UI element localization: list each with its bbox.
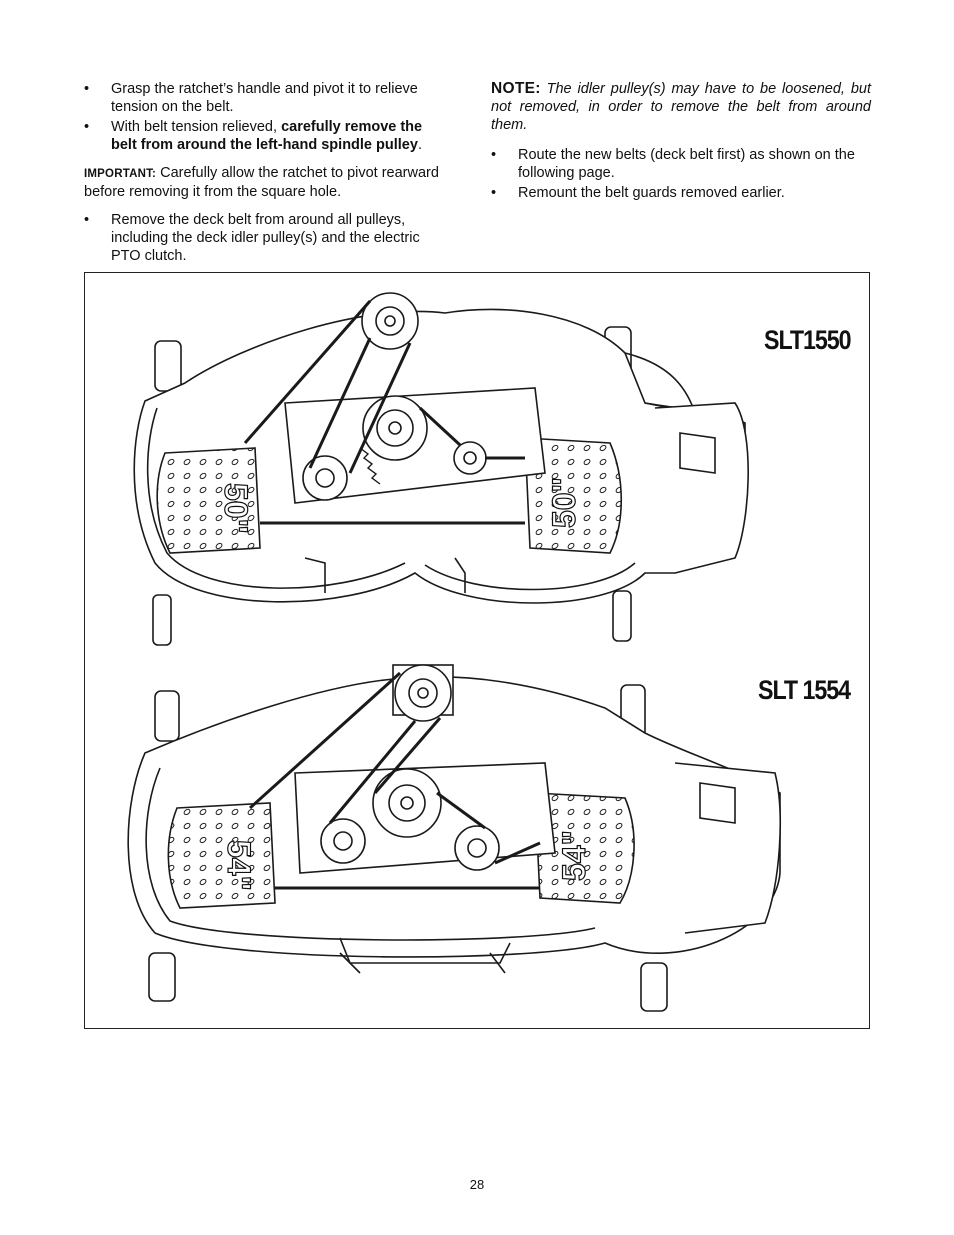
deck-size-marking: 54" xyxy=(221,840,257,891)
important-label: IMPORTANT: xyxy=(84,168,157,180)
note-text: The idler pulley(s) may have to be loose… xyxy=(491,81,871,133)
deck-wheel xyxy=(612,590,632,642)
note-label: NOTE: xyxy=(491,80,541,97)
bullet-symbol: • xyxy=(84,119,90,135)
deck-wheel xyxy=(640,962,668,1012)
list-item: • Route the new belts (deck belt first) … xyxy=(491,146,871,182)
list-item: • Remount the belt guards removed earlie… xyxy=(491,184,871,202)
model-label-slt1554: SLT 1554 xyxy=(758,675,851,705)
instruction-text: . xyxy=(417,137,422,153)
belt-routing-figure: 50" 50" xyxy=(84,272,870,1029)
model-label-slt1550: SLT1550 xyxy=(764,325,852,355)
deck-wheel xyxy=(148,952,176,1002)
instruction-text: With belt tension relieved, xyxy=(111,119,282,135)
important-paragraph: IMPORTANT: Carefully allow the ratchet t… xyxy=(84,164,449,201)
note-paragraph: NOTE: The idler pulley(s) may have to be… xyxy=(491,80,871,134)
list-item: • Grasp the ratchet’s handle and pivot i… xyxy=(84,80,449,116)
instruction-text: Route the new belts (deck belt first) as… xyxy=(518,147,855,181)
deck-diagrams: 50" 50" xyxy=(127,292,781,1012)
deck-wheel xyxy=(154,340,182,392)
left-text-column: • Grasp the ratchet’s handle and pivot i… xyxy=(84,80,449,267)
deck-wheel xyxy=(152,594,172,646)
instruction-text: Remount the belt guards removed earlier. xyxy=(518,185,785,201)
page-number: 28 xyxy=(469,1177,485,1192)
deck-size-marking: 50" xyxy=(218,483,254,534)
bullet-symbol: • xyxy=(84,212,90,228)
deck-wheel xyxy=(154,690,180,742)
bullet-symbol: • xyxy=(491,185,497,201)
list-item: • With belt tension relieved, carefully … xyxy=(84,118,449,154)
important-text: Carefully allow the ratchet to pivot rea… xyxy=(84,165,439,200)
instruction-emphasis: carefully remove the belt from around th… xyxy=(111,119,423,153)
instruction-text: Remove the deck belt from around all pul… xyxy=(111,212,420,264)
bullet-symbol: • xyxy=(84,81,90,97)
bullet-symbol: • xyxy=(491,147,497,163)
right-text-column: NOTE: The idler pulley(s) may have to be… xyxy=(491,80,871,204)
deck-50-diagram xyxy=(133,292,749,646)
deck-size-marking: 50" xyxy=(546,477,582,528)
list-item: • Remove the deck belt from around all p… xyxy=(84,211,449,265)
instruction-text: Grasp the ratchet’s handle and pivot it … xyxy=(111,81,418,115)
deck-size-marking: 54" xyxy=(556,830,592,881)
deck-54-diagram xyxy=(127,664,781,1012)
